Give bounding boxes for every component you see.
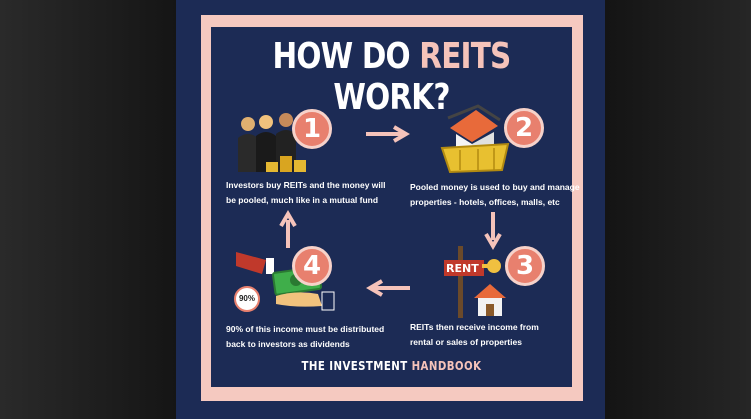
rent-sign-illustration (444, 246, 506, 318)
step-3-caption-line-2: rental or sales of properties (410, 337, 522, 347)
step-2-caption-line-2: properties - hotels, offices, malls, etc (410, 197, 560, 207)
step-2-caption: Pooled money is used to buy and manage p… (410, 180, 580, 210)
step-4-caption-line-1: 90% of this income must be distributed (226, 324, 385, 334)
ninety-percent-badge: 90% (234, 286, 260, 312)
step-1-caption-line-2: be pooled, much like in a mutual fund (226, 195, 379, 205)
rent-sign-text: RENT (446, 262, 479, 275)
title-accent: REITS (419, 36, 511, 77)
left-backdrop (0, 0, 176, 419)
right-backdrop (605, 0, 751, 419)
arrow-up-icon (279, 210, 297, 248)
step-number-3: 3 (505, 246, 545, 286)
poster-inner-panel (211, 27, 572, 387)
step-1-caption: Investors buy REITs and the money will b… (226, 178, 386, 208)
poster-footer: THE INVESTMENT HANDBOOK (238, 359, 545, 373)
step-4-caption: 90% of this income must be distributed b… (226, 322, 384, 352)
title-part-2: WORK? (333, 77, 450, 118)
step-4-caption-line-2: back to investors as dividends (226, 339, 350, 349)
title-part-1: HOW DO (272, 36, 420, 77)
footer-part-1: THE INVESTMENT (301, 359, 412, 373)
step-number-4: 4 (292, 246, 332, 286)
investor-figure (238, 117, 258, 172)
arrow-left-icon (366, 279, 410, 297)
coin-stack (266, 156, 306, 172)
step-number-2: 2 (504, 108, 544, 148)
arrow-down-icon (484, 212, 502, 250)
step-3-caption: REITs then receive income from rental or… (410, 320, 539, 350)
step-2-caption-line-1: Pooled money is used to buy and manage (410, 182, 580, 192)
step-number-1: 1 (292, 109, 332, 149)
poster-title: HOW DO REITS WORK? (243, 36, 539, 118)
arrow-right-icon (366, 125, 410, 143)
investors-illustration (238, 113, 306, 172)
footer-accent: HANDBOOK (411, 359, 482, 373)
step-3-caption-line-1: REITs then receive income from (410, 322, 539, 332)
step-1-caption-line-1: Investors buy REITs and the money will (226, 180, 386, 190)
house-basket-illustration (440, 104, 510, 174)
